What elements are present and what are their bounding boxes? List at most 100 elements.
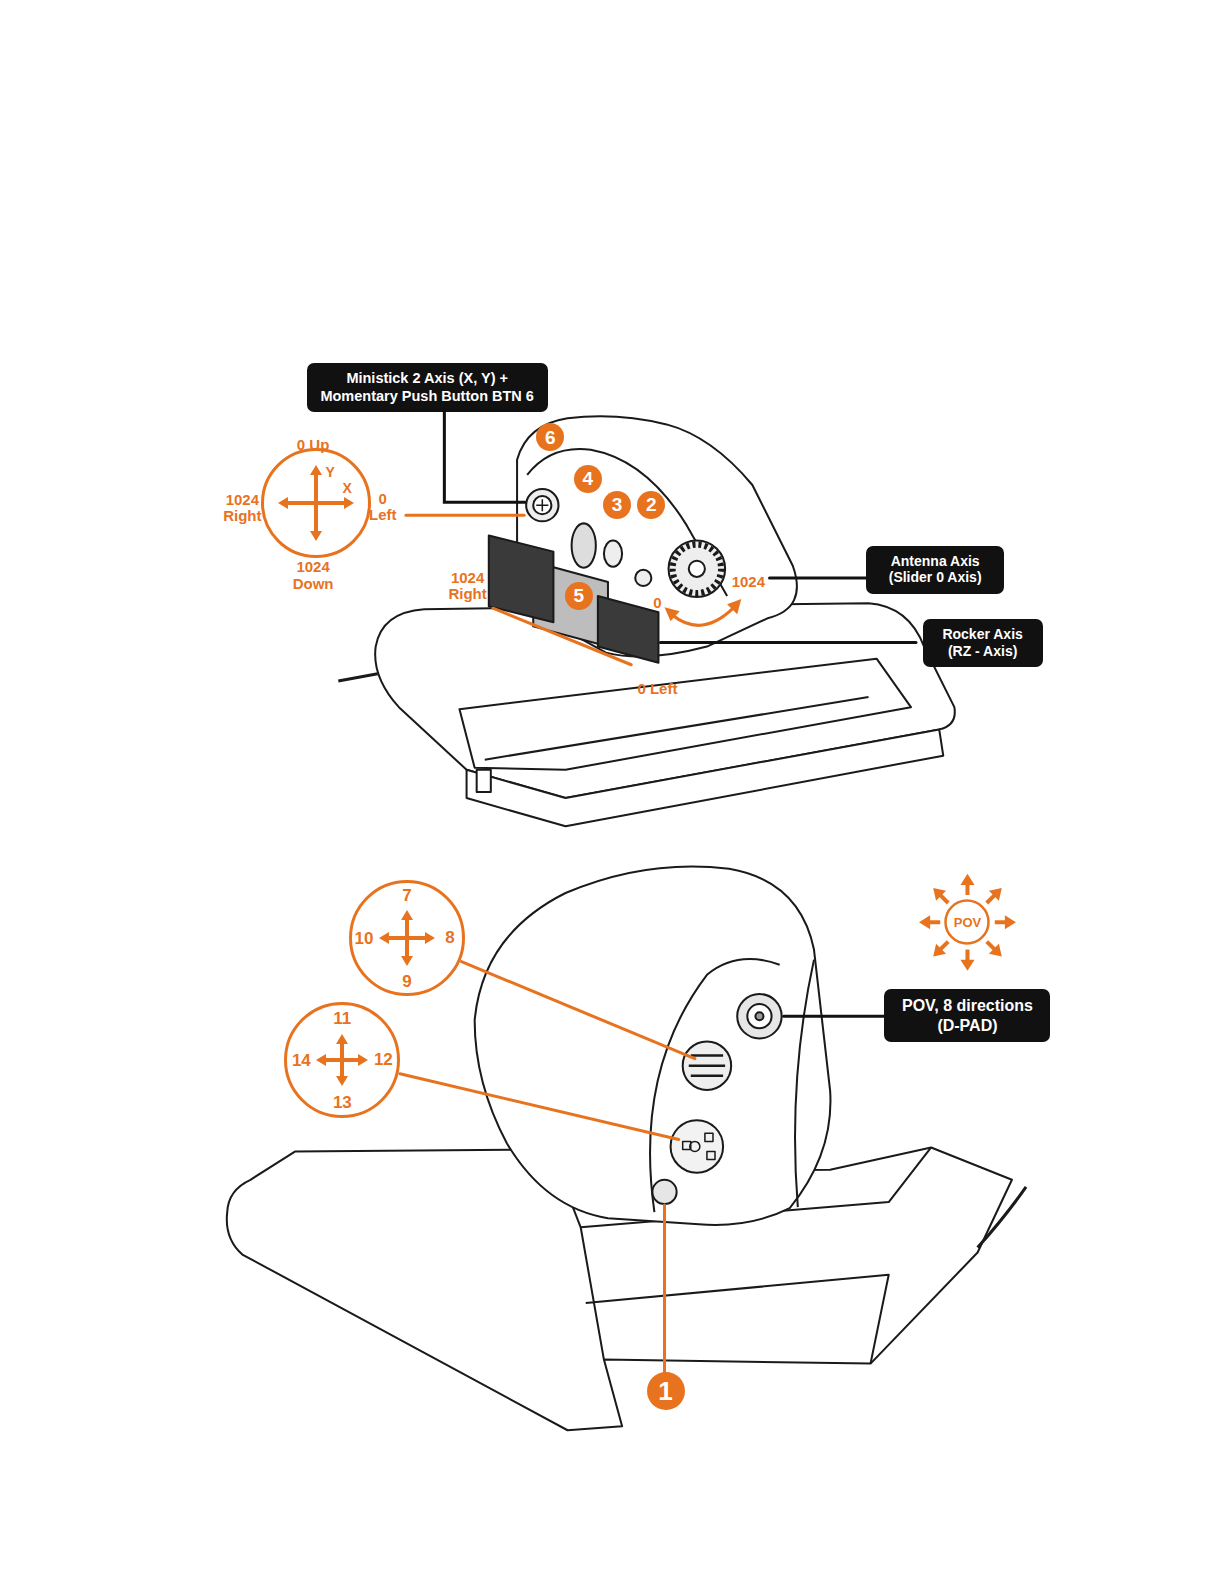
button-3	[604, 541, 622, 567]
arrow-head	[960, 960, 974, 971]
arrow-shaft	[929, 920, 940, 924]
callout-disc	[637, 491, 665, 519]
axis-number: 11	[333, 1010, 351, 1027]
axis-value-label: 1024 Right	[443, 570, 493, 602]
axis-value-label: 1024	[732, 574, 765, 590]
arrow-head	[401, 910, 413, 920]
callout-number: 2	[637, 491, 665, 519]
arrow-head	[278, 497, 288, 509]
rocker-paddle-right	[598, 596, 659, 663]
pov-arrow	[960, 874, 974, 895]
arrow-shaft	[940, 942, 948, 950]
axis-number: Y	[325, 465, 334, 479]
callout-number-text: 1	[658, 1378, 672, 1404]
callout-number: 3	[603, 491, 631, 519]
handle-panel	[650, 959, 814, 1212]
arrow-head	[960, 874, 974, 885]
callout-text: Ministick 2 Axis (X, Y) + Momentary Push…	[315, 370, 540, 405]
callout-disc	[565, 582, 593, 610]
rocker-axis-line	[493, 608, 631, 665]
arrow-head	[336, 1034, 348, 1044]
hat-switch-top	[683, 1041, 731, 1089]
ministick-grip	[536, 499, 548, 511]
axis-value-label: 0 Left	[637, 681, 677, 697]
throttle-side-view	[227, 866, 1026, 1430]
arrow-head	[1005, 915, 1016, 929]
button-2	[635, 570, 651, 586]
arrow-head	[316, 1054, 326, 1066]
callout-number: 6	[536, 423, 564, 451]
axis-cross	[261, 448, 371, 558]
axis-value-label: 0	[653, 595, 661, 611]
pov-direction-arrows	[919, 874, 1016, 971]
pov-arrow	[960, 950, 974, 971]
callout-number-text: 3	[612, 495, 623, 514]
leader-line	[444, 404, 525, 502]
arrow-head	[344, 497, 354, 509]
axis-number: 7	[402, 887, 411, 904]
usb-port	[477, 770, 491, 792]
axis-number: 12	[374, 1051, 393, 1068]
button-cross-circle: 11141213	[284, 1002, 400, 1118]
arrow-head	[989, 883, 1007, 901]
callout-disc	[574, 465, 602, 493]
pov-arrow	[928, 937, 953, 962]
antenna-wheel-hub	[689, 561, 705, 577]
arrow-head	[727, 599, 741, 614]
axis-value-label: 0 Up	[297, 437, 330, 453]
axis-value-label: 1024 Down	[288, 559, 338, 591]
pov-hat-ring	[747, 1004, 771, 1028]
callout-number-text: 4	[582, 469, 593, 488]
leader-line	[400, 1074, 679, 1140]
axis-number: 8	[445, 929, 454, 946]
arrow-head	[928, 944, 946, 962]
leader-line	[663, 1205, 666, 1372]
callout-disc	[603, 491, 631, 519]
axis-value-label: 1024 Right	[218, 492, 266, 524]
arrow-shaft	[987, 895, 995, 903]
arrow-head	[665, 607, 680, 621]
cross-ring	[350, 882, 463, 995]
axis-number: X	[342, 481, 351, 495]
arrow-head	[401, 956, 413, 966]
callout-text: Rocker Axis (RZ - Axis)	[931, 626, 1035, 660]
hat-switch-bottom	[671, 1120, 724, 1173]
pov-arrow	[995, 915, 1016, 929]
arrow-shaft	[940, 895, 948, 903]
leader-line	[406, 514, 524, 517]
callout-box: POV, 8 directions (D-PAD)	[884, 989, 1050, 1042]
ministick	[526, 489, 558, 521]
axis-number: 10	[355, 930, 374, 947]
callout-number-text: POV	[954, 916, 981, 929]
antenna-wheel	[669, 541, 726, 598]
callout-box: Rocker Axis (RZ - Axis)	[923, 619, 1043, 667]
arrow-shaft	[995, 920, 1006, 924]
callout-number: 5	[565, 582, 593, 610]
slider-wheel	[572, 523, 596, 567]
callout-disc	[647, 1372, 685, 1410]
callout-text: Antenna Axis (Slider 0 Axis)	[874, 553, 996, 587]
axis-value-label: 0 Left	[364, 491, 402, 523]
cross-ring	[263, 449, 370, 556]
arrow-head	[358, 1054, 368, 1066]
axis-number: 14	[292, 1052, 311, 1069]
callout-box: Ministick 2 Axis (X, Y) + Momentary Push…	[307, 363, 548, 412]
arrow-shaft	[405, 916, 409, 960]
power-cable	[978, 1187, 1026, 1248]
arrow-shaft	[987, 942, 995, 950]
callout-number: 4	[574, 465, 602, 493]
arrow-head	[310, 465, 322, 475]
axis-cross-circle: YX	[261, 448, 371, 558]
callout-disc	[536, 423, 564, 451]
arrow-shaft	[965, 950, 969, 961]
pov-badge: POV	[944, 899, 990, 945]
leader-line	[462, 962, 695, 1059]
arrow-head	[425, 932, 435, 944]
callout-number-text: 5	[573, 586, 584, 605]
power-cable	[338, 674, 377, 681]
arrow-shaft	[965, 884, 969, 895]
callout-number-text: 6	[545, 428, 556, 447]
leader-lines	[400, 404, 916, 1371]
